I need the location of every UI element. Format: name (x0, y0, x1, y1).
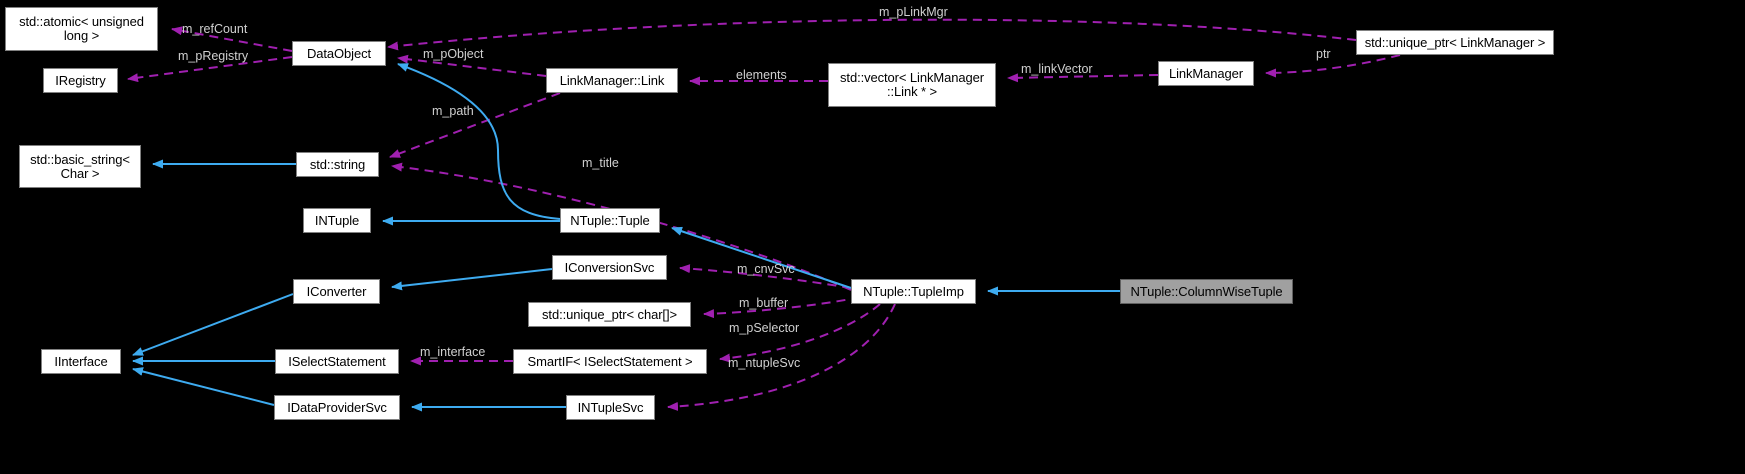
node-std-atomic-unsigned-long[interactable]: std::atomic< unsigned long > (5, 7, 158, 51)
node-std-basic-string-char[interactable]: std::basic_string< Char > (19, 145, 141, 188)
node-intuple[interactable]: INTuple (303, 208, 371, 233)
edge-m_pObject (397, 54, 547, 77)
edge-m_buffer (703, 296, 861, 319)
edge-m_pSelector (719, 303, 881, 363)
edge-m_cnvSvc (679, 264, 852, 289)
edge-m_pLinkMgr (387, 18, 1357, 51)
node-iregistry[interactable]: IRegistry (43, 68, 118, 93)
edge-DataObject-NTuple_Tuple (397, 63, 561, 220)
node-ntuple-columnwisetuple[interactable]: NTuple::ColumnWiseTuple (1120, 279, 1293, 304)
edge-IInterface-IDataProviderSvc (132, 367, 275, 406)
usage-edges (127, 18, 1401, 411)
node-idataprovidersvc[interactable]: IDataProviderSvc (274, 395, 400, 420)
node-iconversionsvc[interactable]: IConversionSvc (552, 255, 667, 280)
edge-IInterface-IConverter (132, 293, 294, 356)
node-std-vector-linkmanager-link-ptr[interactable]: std::vector< LinkManager ::Link * > (828, 63, 996, 107)
node-linkmanager[interactable]: LinkManager (1158, 61, 1254, 86)
node-ntuple-tupleimp[interactable]: NTuple::TupleImp (851, 279, 976, 304)
node-intuplesvc[interactable]: INTupleSvc (566, 395, 655, 420)
edge-m_path (389, 92, 561, 158)
edge-NTuple_Tuple-NTuple_TupleImp (671, 226, 852, 289)
node-std-string[interactable]: std::string (296, 152, 379, 177)
inheritance-edges (132, 63, 1120, 412)
edge-IConverter-IConversionSvc (391, 268, 553, 291)
node-ntuple-tuple[interactable]: NTuple::Tuple (560, 208, 660, 233)
node-smartif-iselectstatement[interactable]: SmartIF< ISelectStatement > (513, 349, 707, 374)
node-iselectstatement[interactable]: ISelectStatement (275, 349, 399, 374)
node-std-unique-ptr-char-array[interactable]: std::unique_ptr< char[]> (528, 302, 691, 327)
node-std-unique-ptr-linkmanager[interactable]: std::unique_ptr< LinkManager > (1356, 30, 1554, 55)
edge-ptr (1265, 54, 1401, 78)
node-iinterface[interactable]: IInterface (41, 349, 121, 374)
node-iconverter[interactable]: IConverter (293, 279, 380, 304)
node-linkmanager-link[interactable]: LinkManager::Link (546, 68, 678, 93)
node-dataobject[interactable]: DataObject (292, 41, 386, 66)
edge-m_ntupleSvc (667, 303, 896, 411)
edge-m_linkVector (1007, 73, 1159, 83)
edge-m_pRegistry (127, 56, 293, 83)
edge-m_refCount (171, 26, 293, 52)
